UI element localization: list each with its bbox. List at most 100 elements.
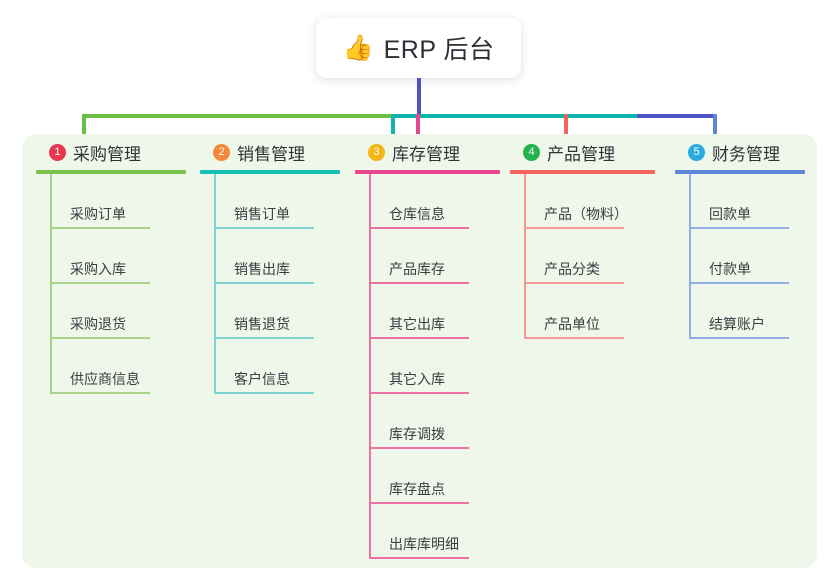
branch-item-label: 采购订单 <box>70 206 126 222</box>
branch-item[interactable]: 其它入库 <box>355 339 500 394</box>
branch-item-rule <box>369 282 469 284</box>
branch-item-label: 仓库信息 <box>389 206 445 222</box>
branch-item-label: 产品分类 <box>544 261 600 277</box>
branch-item-label: 产品（物料） <box>544 206 628 222</box>
branch-item[interactable]: 供应商信息 <box>36 339 186 394</box>
branch-item-label: 产品单位 <box>544 316 600 332</box>
branch-item-label: 出库库明细 <box>389 536 459 552</box>
branch-header-3[interactable]: 3 库存管理 <box>355 134 500 170</box>
branch-spine <box>524 174 526 339</box>
root-title: ERP 后台 <box>383 36 495 64</box>
branch-item-label: 采购退货 <box>70 316 126 332</box>
branch-item-rule <box>369 502 469 504</box>
connector-bus-teal <box>391 114 637 118</box>
connector-bus-green <box>82 114 393 118</box>
branch-item-label: 销售出库 <box>234 261 290 277</box>
branch-title: 产品管理 <box>547 144 615 164</box>
branch-item-rule <box>369 337 469 339</box>
branch-item[interactable]: 采购退货 <box>36 284 186 339</box>
branch-item[interactable]: 产品（物料） <box>510 174 655 229</box>
branch-item-rule <box>369 227 469 229</box>
branch-item[interactable]: 采购入库 <box>36 229 186 284</box>
branch-spine <box>214 174 216 394</box>
branch-header-5[interactable]: 5 财务管理 <box>675 134 805 170</box>
connector-root-stem <box>417 78 421 116</box>
branch-item-label: 库存调拨 <box>389 426 445 442</box>
branch-item-label: 库存盘点 <box>389 481 445 497</box>
branch-item-rule <box>214 227 314 229</box>
branch-item[interactable]: 产品单位 <box>510 284 655 339</box>
branch-column-5: 5 财务管理回款单付款单结算账户 <box>675 134 805 339</box>
branch-header-rule <box>200 170 340 174</box>
branch-item-label: 销售订单 <box>234 206 290 222</box>
branch-item-rule <box>50 227 150 229</box>
thumbs-up-icon: 👍 <box>342 33 374 62</box>
branch-item-list: 回款单付款单结算账户 <box>675 174 805 339</box>
branch-item[interactable]: 销售出库 <box>200 229 340 284</box>
branch-item-list: 仓库信息产品库存其它出库其它入库库存调拨库存盘点出库库明细 <box>355 174 500 559</box>
branch-title: 财务管理 <box>712 144 780 164</box>
branch-header-rule <box>36 170 186 174</box>
branch-item[interactable]: 其它出库 <box>355 284 500 339</box>
branch-item-label: 采购入库 <box>70 261 126 277</box>
branch-column-3: 3 库存管理仓库信息产品库存其它出库其它入库库存调拨库存盘点出库库明细 <box>355 134 500 559</box>
branch-item-label: 其它出库 <box>389 316 445 332</box>
branch-item[interactable]: 客户信息 <box>200 339 340 394</box>
branch-item-label: 回款单 <box>709 206 751 222</box>
branch-header-rule <box>355 170 500 174</box>
branch-item-rule <box>50 282 150 284</box>
root-node: 👍 ERP 后台 <box>316 18 521 78</box>
branch-header-rule <box>510 170 655 174</box>
branch-item-label: 其它入库 <box>389 371 445 387</box>
branch-title: 库存管理 <box>392 144 460 164</box>
branch-title: 销售管理 <box>237 144 305 164</box>
branch-item-label: 付款单 <box>709 261 751 277</box>
branch-spine <box>689 174 691 339</box>
branch-item-list: 产品（物料） 产品分类产品单位 <box>510 174 655 339</box>
branch-item[interactable]: 产品分类 <box>510 229 655 284</box>
branch-item[interactable]: 库存调拨 <box>355 394 500 449</box>
branch-item-label: 供应商信息 <box>70 371 140 387</box>
branch-spine <box>50 174 52 394</box>
branch-item[interactable]: 结算账户 <box>675 284 805 339</box>
branch-item-label: 结算账户 <box>709 316 765 332</box>
branch-item-rule <box>524 227 624 229</box>
branch-item-rule <box>689 227 789 229</box>
branch-item[interactable]: 销售订单 <box>200 174 340 229</box>
branch-item-rule <box>214 392 314 394</box>
branch-item-label: 产品库存 <box>389 261 445 277</box>
branch-item[interactable]: 出库库明细 <box>355 504 500 559</box>
branch-item-list: 销售订单销售出库销售退货客户信息 <box>200 174 340 394</box>
branch-spine <box>369 174 371 559</box>
branch-item-rule <box>50 392 150 394</box>
branch-item[interactable]: 库存盘点 <box>355 449 500 504</box>
branch-item-list: 采购订单采购入库采购退货供应商信息 <box>36 174 186 394</box>
branch-item-rule <box>689 282 789 284</box>
branch-item-rule <box>50 337 150 339</box>
branch-item-rule <box>689 337 789 339</box>
branch-item-rule <box>214 282 314 284</box>
branch-item-rule <box>369 447 469 449</box>
branch-item[interactable]: 仓库信息 <box>355 174 500 229</box>
branch-item[interactable]: 销售退货 <box>200 284 340 339</box>
branch-item[interactable]: 回款单 <box>675 174 805 229</box>
branch-item-rule <box>369 392 469 394</box>
branch-item-rule <box>214 337 314 339</box>
branch-item-label: 销售退货 <box>234 316 290 332</box>
branch-column-2: 2 销售管理销售订单销售出库销售退货客户信息 <box>200 134 340 394</box>
branch-item[interactable]: 付款单 <box>675 229 805 284</box>
branch-item[interactable]: 产品库存 <box>355 229 500 284</box>
branch-number-badge: 3 <box>368 143 385 161</box>
branch-number-badge: 5 <box>688 143 705 161</box>
branch-item-rule <box>369 557 469 559</box>
branch-header-2[interactable]: 2 销售管理 <box>200 134 340 170</box>
branch-item-rule <box>524 282 624 284</box>
branch-item[interactable]: 采购订单 <box>36 174 186 229</box>
branch-item-label: 客户信息 <box>234 371 290 387</box>
branch-number-badge: 2 <box>213 143 230 161</box>
